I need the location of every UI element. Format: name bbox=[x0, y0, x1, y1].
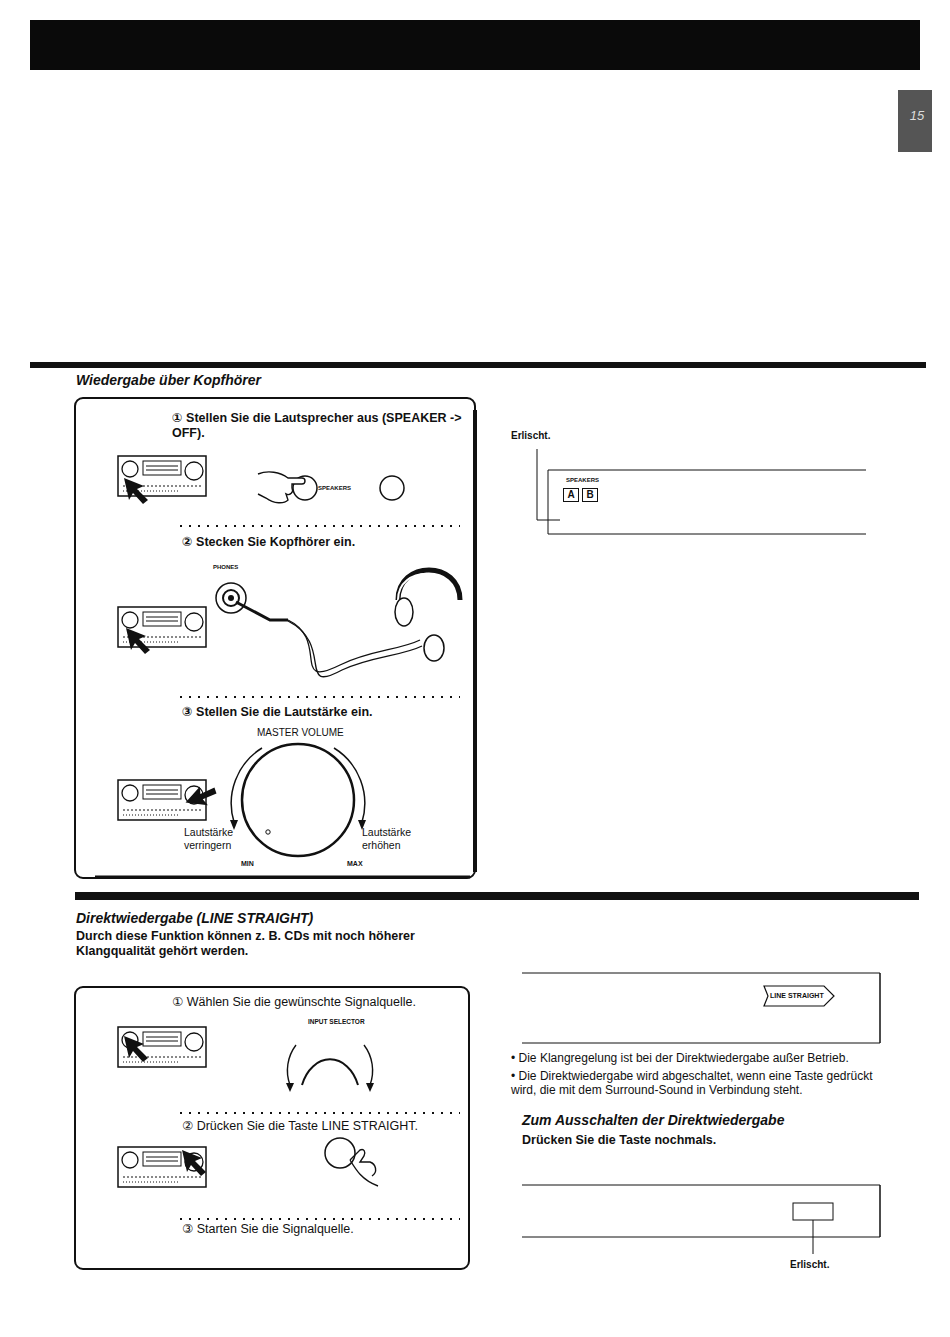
page-number: 15 bbox=[903, 108, 931, 124]
step-text: ① Wählen Sie die gewünschte Signalquelle… bbox=[172, 995, 462, 1010]
panel-box: Wiedergabe über Kopfhörer① Stellen Sie d… bbox=[75, 398, 475, 878]
control-label: INPUT SELECTOR bbox=[308, 1018, 388, 1026]
step-text: ③ Stellen Sie die Lautstärke ein. bbox=[182, 705, 462, 720]
section-intro: Durch diese Funktion können z. B. CDs mi… bbox=[76, 929, 476, 959]
step-text: ③ Starten Sie die Signalquelle. bbox=[182, 1222, 462, 1237]
display-indicator: SPEAKERS bbox=[566, 477, 626, 484]
display-indicator: A bbox=[563, 488, 579, 502]
direction-label: Lautstärke erhöhen bbox=[362, 826, 432, 851]
panel-box: Direktwiedergabe (LINE STRAIGHT)Durch di… bbox=[75, 987, 469, 1269]
control-label: PHONES bbox=[213, 564, 263, 571]
step-text: ② Stecken Sie Kopfhörer ein. bbox=[182, 535, 462, 550]
callout-label: Erlischt. bbox=[511, 430, 571, 442]
note-text: • Die Direktwiedergabe wird abgeschaltet… bbox=[511, 1069, 896, 1098]
step-text: ② Drücken Sie die Taste LINE STRAIGHT. bbox=[182, 1119, 462, 1134]
note-text: • Die Klangregelung ist bei der Direktwi… bbox=[511, 1051, 901, 1065]
callout-label: Erlischt. bbox=[790, 1259, 850, 1271]
display-indicator: LINE STRAIGHT bbox=[770, 992, 828, 1000]
control-label: MASTER VOLUME bbox=[257, 727, 357, 739]
display-indicator: B bbox=[582, 488, 598, 502]
panel-box: SPEAKERS AB bbox=[549, 471, 865, 533]
section-heading: Wiedergabe über Kopfhörer bbox=[76, 372, 456, 389]
step-text: ① Stellen Sie die Lautsprecher aus (SPEA… bbox=[172, 411, 472, 441]
scale-label: MAX bbox=[347, 860, 377, 868]
sub-heading: Zum Ausschalten der Direktwiedergabe bbox=[522, 1112, 852, 1129]
direction-label: Lautstärke verringern bbox=[184, 826, 254, 851]
control-label: SPEAKERS bbox=[318, 485, 378, 492]
section-heading: Direktwiedergabe (LINE STRAIGHT) bbox=[76, 910, 456, 927]
instruction-text: Drücken Sie die Taste nochmals. bbox=[522, 1133, 852, 1148]
panel-box: LINE STRAIGHT bbox=[768, 987, 830, 1005]
scale-label: MIN bbox=[241, 860, 271, 868]
